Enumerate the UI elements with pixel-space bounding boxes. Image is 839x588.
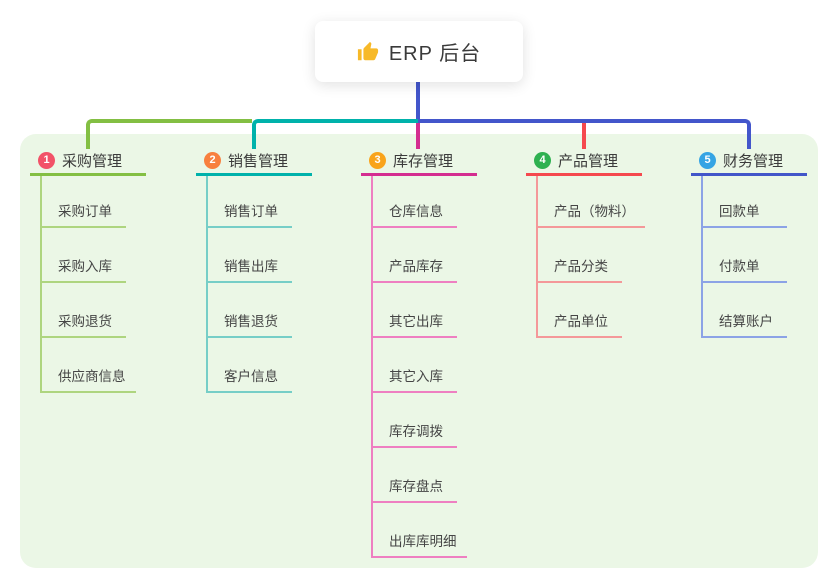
connector-branch4 — [582, 123, 586, 149]
child-node[interactable]: 结算账户 — [703, 283, 787, 338]
root-node-erp[interactable]: ERP 后台 — [315, 21, 523, 82]
branch-header-inventory[interactable]: 3 库存管理 — [361, 148, 477, 176]
connector-branch1 — [86, 119, 252, 149]
child-node[interactable]: 销售退货 — [208, 283, 292, 338]
branch-title: 销售管理 — [228, 153, 289, 170]
child-node[interactable]: 回款单 — [703, 176, 787, 228]
branch-children: 回款单 付款单 结算账户 — [701, 176, 807, 338]
branch-children: 产品（物料） 产品分类 产品单位 — [536, 176, 645, 338]
thumbs-up-icon — [357, 41, 379, 63]
branch-purchase: 1 采购管理 采购订单 采购入库 采购退货 供应商信息 — [30, 148, 146, 393]
child-node[interactable]: 其它出库 — [373, 283, 457, 338]
mindmap-background-panel — [20, 134, 818, 568]
child-node[interactable]: 产品分类 — [538, 228, 622, 283]
branch-children: 销售订单 销售出库 销售退货 客户信息 — [206, 176, 312, 393]
branch-number-badge: 5 — [699, 152, 716, 169]
branch-header-product[interactable]: 4 产品管理 — [526, 148, 642, 176]
branch-header-purchase[interactable]: 1 采购管理 — [30, 148, 146, 176]
connector-branch5 — [418, 119, 751, 149]
branch-children: 仓库信息 产品库存 其它出库 其它入库 库存调拨 库存盘点 出库库明细 — [371, 176, 477, 558]
connector-branch2 — [252, 119, 418, 149]
branch-title: 采购管理 — [62, 153, 123, 170]
branch-title: 产品管理 — [558, 153, 619, 170]
branch-children: 采购订单 采购入库 采购退货 供应商信息 — [40, 176, 146, 393]
branch-sales: 2 销售管理 销售订单 销售出库 销售退货 客户信息 — [196, 148, 312, 393]
branch-header-finance[interactable]: 5 财务管理 — [691, 148, 807, 176]
child-node[interactable]: 产品（物料） — [538, 176, 645, 228]
branch-product: 4 产品管理 产品（物料） 产品分类 产品单位 — [526, 148, 645, 338]
branch-inventory: 3 库存管理 仓库信息 产品库存 其它出库 其它入库 库存调拨 库存盘点 出库库… — [361, 148, 477, 558]
child-node[interactable]: 销售出库 — [208, 228, 292, 283]
child-node[interactable]: 产品库存 — [373, 228, 457, 283]
connector-root-stem — [416, 82, 420, 121]
branch-title: 库存管理 — [393, 153, 454, 170]
branch-number-badge: 2 — [204, 152, 221, 169]
child-node[interactable]: 产品单位 — [538, 283, 622, 338]
branch-number-badge: 1 — [38, 152, 55, 169]
child-node[interactable]: 库存盘点 — [373, 448, 457, 503]
root-node-title: ERP 后台 — [388, 43, 482, 65]
child-node[interactable]: 其它入库 — [373, 338, 457, 393]
child-node[interactable]: 仓库信息 — [373, 176, 457, 228]
child-node[interactable]: 库存调拨 — [373, 393, 457, 448]
connector-branch3 — [416, 123, 420, 149]
child-node[interactable]: 销售订单 — [208, 176, 292, 228]
branch-number-badge: 4 — [534, 152, 551, 169]
child-node[interactable]: 出库库明细 — [373, 503, 467, 558]
child-node[interactable]: 付款单 — [703, 228, 787, 283]
branch-header-sales[interactable]: 2 销售管理 — [196, 148, 312, 176]
child-node[interactable]: 采购退货 — [42, 283, 126, 338]
child-node[interactable]: 采购入库 — [42, 228, 126, 283]
branch-title: 财务管理 — [723, 153, 784, 170]
child-node[interactable]: 采购订单 — [42, 176, 126, 228]
branch-number-badge: 3 — [369, 152, 386, 169]
child-node[interactable]: 供应商信息 — [42, 338, 136, 393]
child-node[interactable]: 客户信息 — [208, 338, 292, 393]
branch-finance: 5 财务管理 回款单 付款单 结算账户 — [691, 148, 807, 338]
